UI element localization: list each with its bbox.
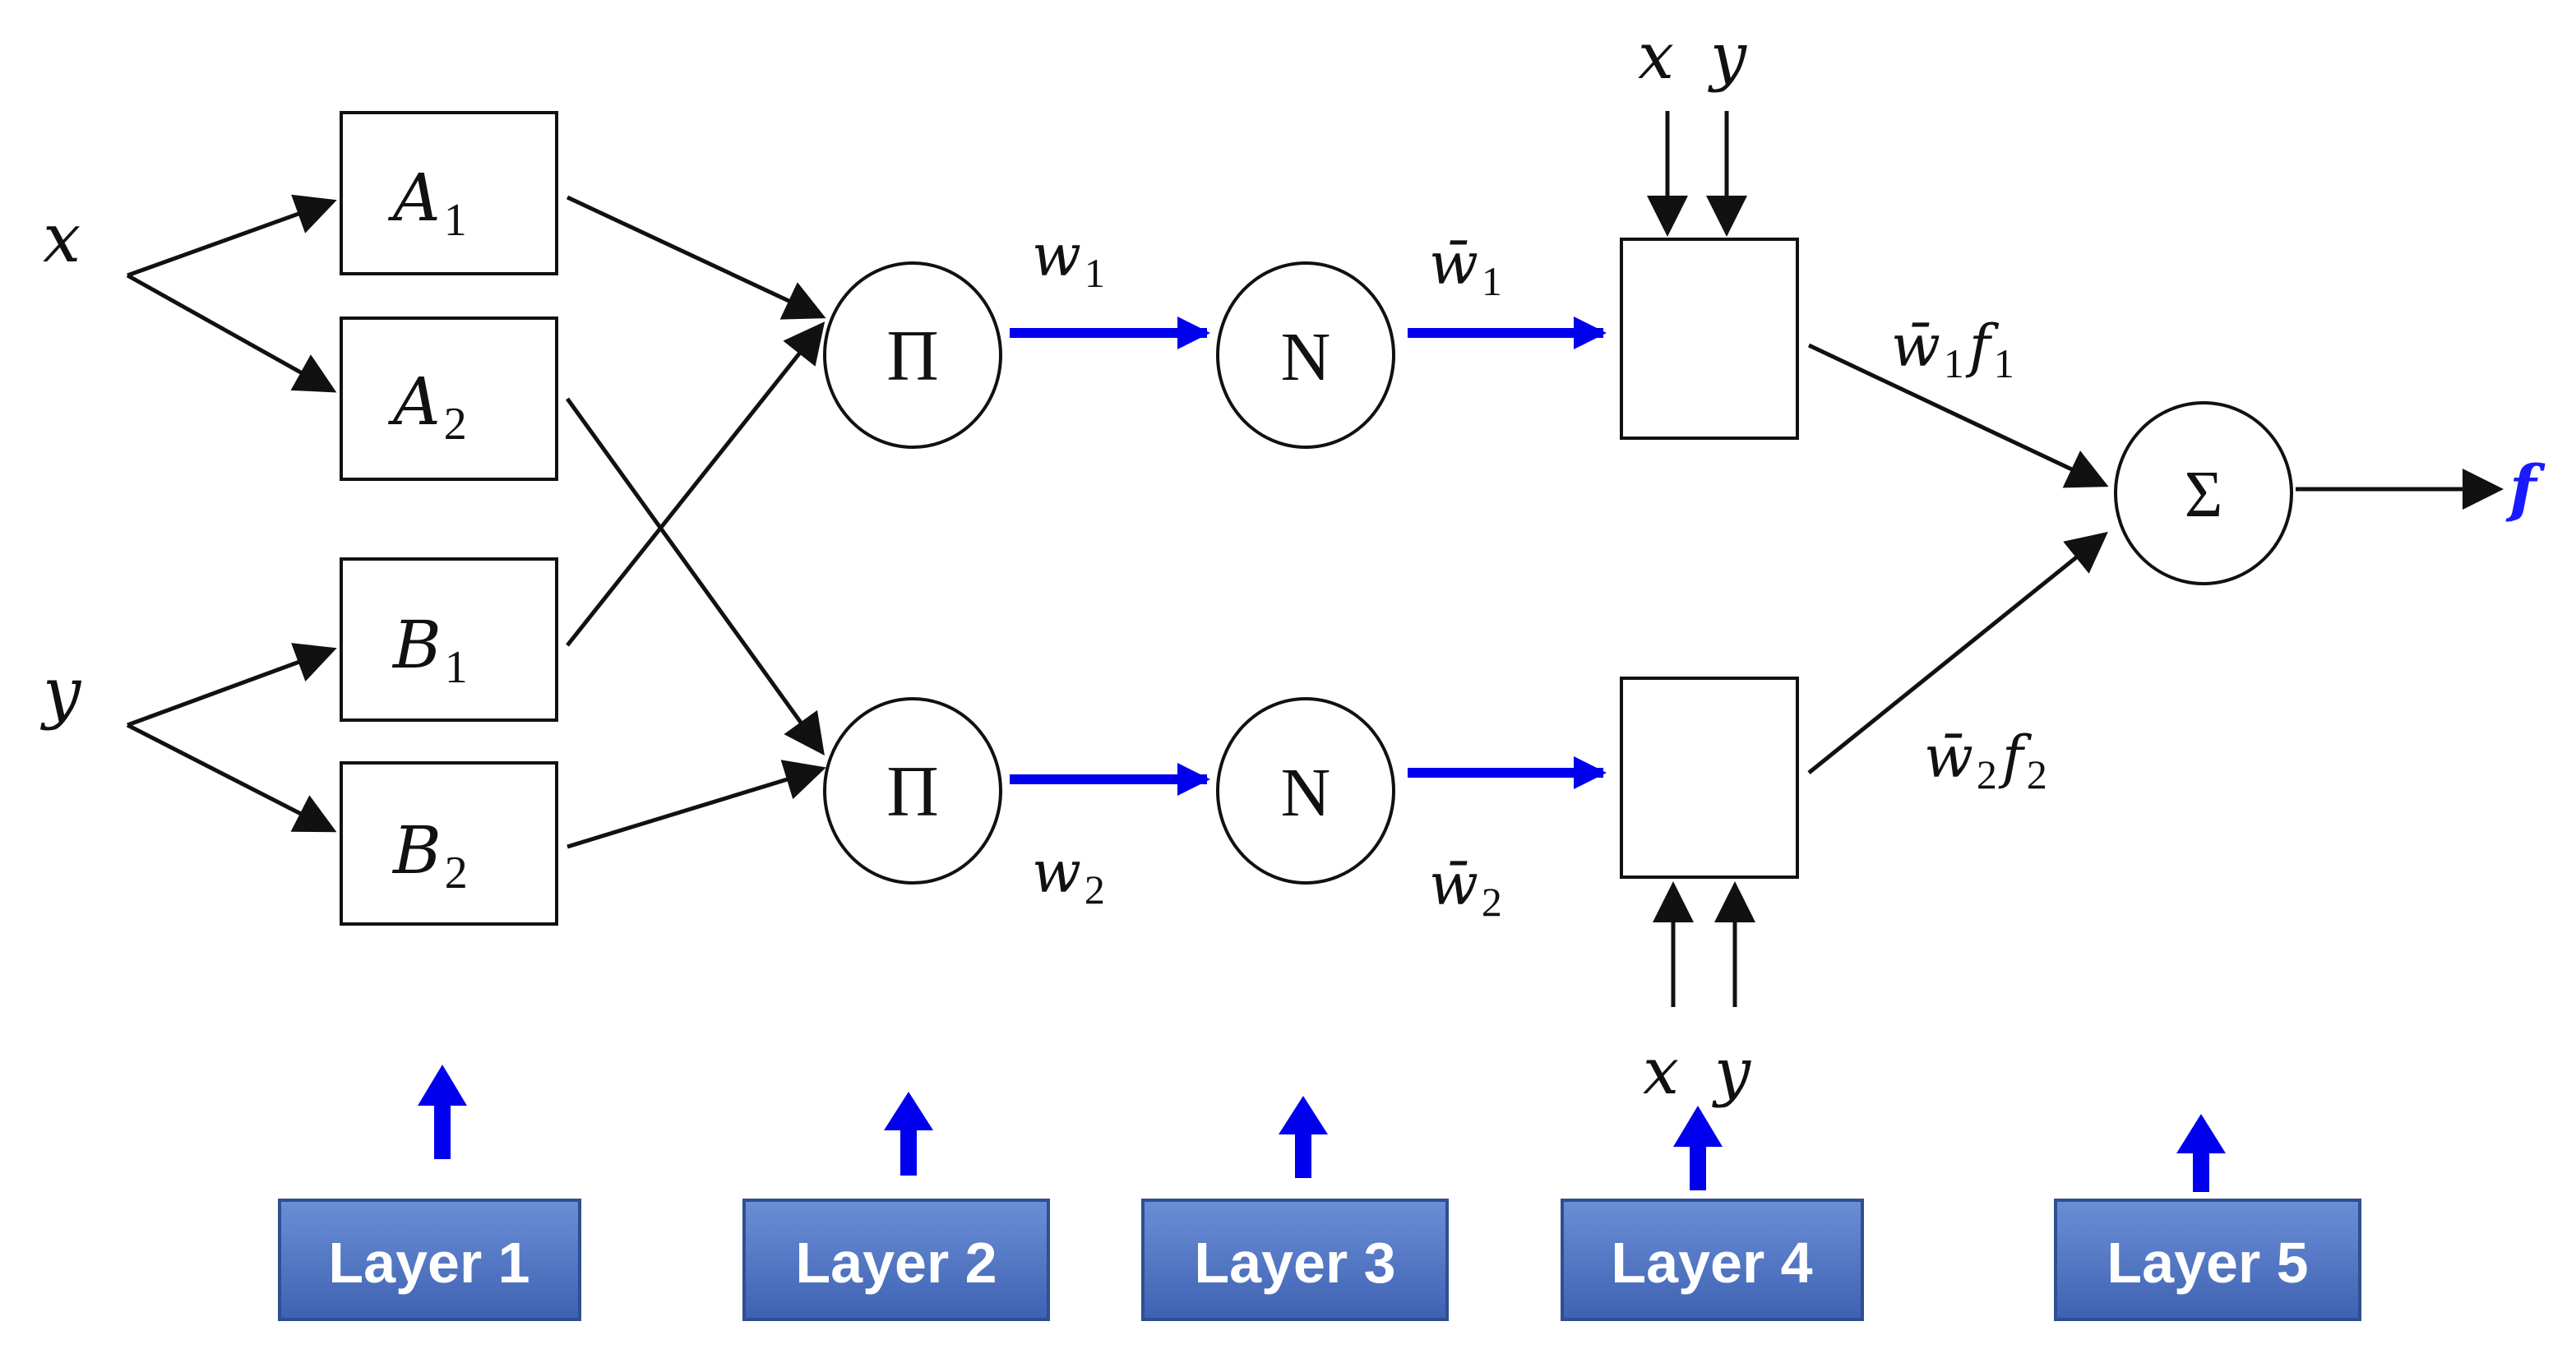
input-x-connectors (126, 194, 337, 393)
layer4-bottom-x-label: x (1643, 1035, 1679, 1109)
input-y-connectors (126, 643, 337, 833)
layer-pointer-arrows (418, 1065, 2226, 1192)
layer4-bottom-input-arrows (1653, 881, 1755, 1007)
svg-text:Layer 4: Layer 4 (1611, 1231, 1812, 1295)
layer4-pointer-arrow (1673, 1106, 1723, 1190)
node-product-2: Π (823, 697, 1002, 885)
svg-text:Π: Π (886, 752, 939, 832)
svg-text:Layer 1: Layer 1 (328, 1231, 530, 1295)
label-wbar2-f2: w̄2f2 (1924, 723, 2047, 797)
layer1-pointer-arrow (418, 1065, 467, 1159)
svg-text:Layer 5: Layer 5 (2107, 1231, 2308, 1295)
blue-connectors-l2-l3 (1010, 316, 1210, 796)
layer4-top-input-arrows (1647, 111, 1747, 237)
node-product-1: Π (823, 261, 1002, 449)
layer4-bottom-y-label: y (1712, 1035, 1751, 1109)
svg-text:Layer 2: Layer 2 (795, 1231, 997, 1295)
layer4-top-x-label: x (1638, 20, 1674, 94)
layer-4-box: Layer 4 (1561, 1199, 1864, 1321)
svg-text:A2: A2 (387, 363, 467, 450)
svg-text:Layer 3: Layer 3 (1194, 1231, 1395, 1295)
node-b1: B1 (340, 557, 558, 722)
blue-connectors-l3-l4 (1408, 316, 1607, 789)
input-x-label: x (43, 200, 81, 278)
layer1-to-layer2-connectors (565, 195, 826, 849)
layer-3-box: Layer 3 (1141, 1199, 1449, 1321)
node-normalize-2: N (1216, 697, 1395, 885)
layer-1-box: Layer 1 (278, 1199, 581, 1321)
svg-text:B1: B1 (391, 607, 468, 693)
label-w2: w2 (1032, 839, 1105, 913)
node-a2: A2 (340, 316, 558, 481)
svg-text:N: N (1281, 319, 1331, 395)
svg-text:Σ: Σ (2185, 459, 2223, 531)
layer-2-box: Layer 2 (742, 1199, 1050, 1321)
label-wbar1-f1: w̄1f1 (1891, 312, 2014, 386)
label-wbar1: w̄1 (1429, 230, 1502, 304)
svg-text:A1: A1 (387, 159, 467, 246)
node-normalize-1: N (1216, 261, 1395, 449)
layer-5-box: Layer 5 (2054, 1199, 2361, 1321)
layer4-top-y-label: y (1708, 20, 1747, 94)
label-wbar2: w̄2 (1429, 851, 1502, 925)
node-sum: Σ (2114, 401, 2293, 585)
layer5-pointer-arrow (2176, 1114, 2226, 1192)
input-y-label: y (39, 654, 82, 732)
layer2-pointer-arrow (884, 1092, 933, 1176)
svg-text:Π: Π (886, 316, 939, 396)
svg-text:N: N (1281, 755, 1331, 831)
layer4-to-sum-connectors (1807, 343, 2109, 774)
label-w1: w1 (1032, 222, 1105, 296)
node-consequent-2 (1620, 677, 1799, 879)
node-b2: B2 (340, 761, 558, 926)
node-consequent-1 (1620, 238, 1799, 440)
output-f-label: f (2505, 451, 2546, 524)
svg-text:B2: B2 (391, 812, 468, 899)
layer3-pointer-arrow (1279, 1096, 1328, 1178)
node-a1: A1 (340, 111, 558, 275)
